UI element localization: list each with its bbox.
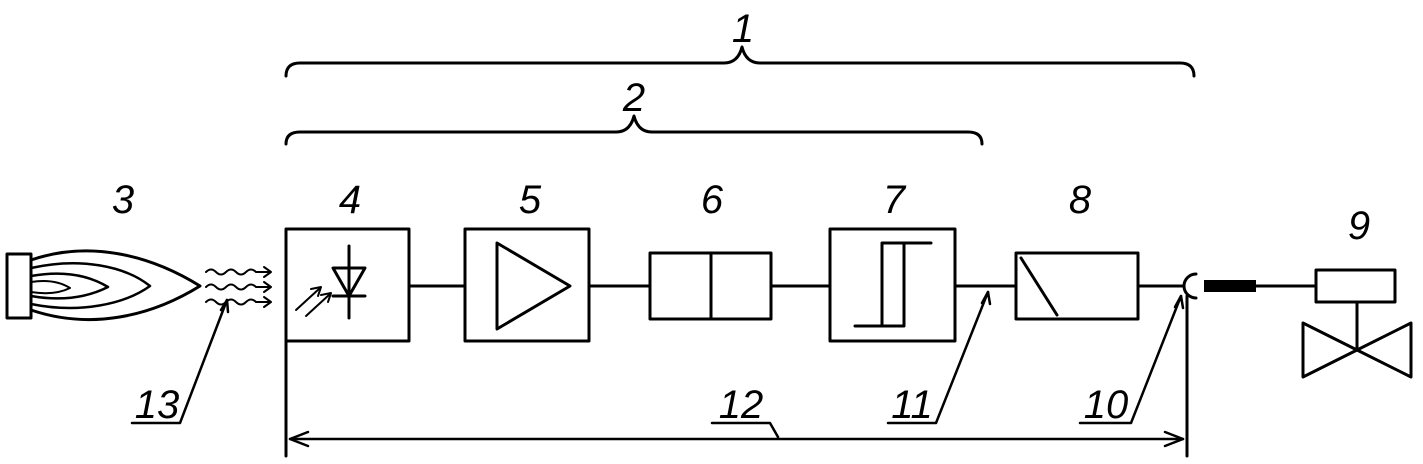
leader-10-arrow: [1173, 294, 1185, 310]
relay-icon: [1019, 256, 1059, 317]
connector-socket: [1182, 272, 1198, 300]
label-connector: 10: [1084, 383, 1129, 427]
hysteresis-icon-a: [853, 241, 933, 328]
flame-middle: [29, 262, 152, 310]
leader-11-arrow: [980, 290, 992, 306]
photodiode-icon: [295, 244, 367, 320]
label-radiation: 13: [135, 383, 180, 427]
label-flame: 3: [112, 178, 134, 222]
label-sensor-group: 2: [622, 76, 645, 120]
label-filter-block: 6: [701, 178, 724, 222]
leader-13-arrow: [219, 298, 230, 314]
dimension-arrow-left: [288, 430, 310, 448]
flame-inner: [29, 272, 110, 300]
label-relay-block: 8: [1069, 178, 1092, 222]
gas-valve: [1301, 268, 1413, 379]
label-photodiode-block: 4: [339, 178, 361, 222]
leader-10: [1078, 294, 1183, 425]
valve-body-left: [1301, 321, 1359, 379]
label-signal-line: 11: [891, 383, 933, 427]
relay-block: [1014, 251, 1140, 321]
trigger-block: [828, 227, 957, 343]
label-trigger-block: 7: [883, 178, 907, 222]
amplifier-icon: [495, 241, 572, 331]
leader-12: [710, 421, 780, 439]
radiation-waves: [205, 266, 272, 308]
burner-nozzle: [5, 252, 33, 320]
valve-body-right: [1355, 321, 1413, 379]
flame-core: [30, 279, 71, 295]
label-length-dimension: 12: [719, 383, 764, 427]
label-overall-group: 1: [732, 7, 754, 51]
leader-13: [130, 298, 229, 425]
leader-11: [886, 290, 990, 425]
label-amplifier-block: 5: [519, 178, 542, 222]
dimension-arrow-right: [1163, 430, 1185, 448]
flame-burner: [5, 249, 202, 321]
hysteresis-icon-b: [876, 241, 906, 328]
valve-actuator: [1314, 268, 1397, 304]
flame-outer: [29, 249, 202, 321]
brace-sensor: [284, 114, 984, 146]
connector-plug: [1204, 280, 1256, 292]
label-gas-valve: 9: [1348, 204, 1370, 248]
brace-overall: [284, 45, 1196, 78]
